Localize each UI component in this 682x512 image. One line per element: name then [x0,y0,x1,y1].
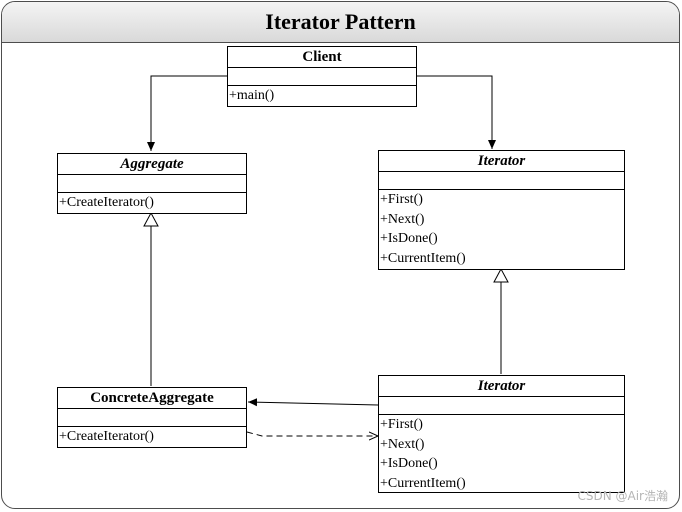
client-class-name: Client [228,47,416,68]
iterator-class: Iterator +First() +Next() +IsDone() +Cur… [378,150,625,270]
iterator-operation: +CurrentItem() [380,250,466,266]
client-to-aggregate-association [147,75,227,151]
client-operation: +main() [229,88,275,103]
iterator-to-concrete-aggregate-association [247,398,379,407]
concrete-aggregate-class-name: ConcreteAggregate [58,388,246,409]
concrete-aggregate-attributes [58,409,246,427]
concrete-aggregate-operation: +CreateIterator() [59,429,154,444]
concrete-iterator-class: Iterator +First() +Next() +IsDone() +Cur… [378,375,625,493]
concrete-iterator-attributes [379,397,624,415]
aggregate-class: Aggregate +CreateIterator() [57,153,247,214]
client-to-iterator-association [416,75,496,149]
iterator-attributes [379,172,624,190]
concrete-iterator-operation: +Next() [380,436,425,452]
aggregate-operation: +CreateIterator() [59,195,154,210]
concrete-iterator-class-name: Iterator [379,376,624,397]
iterator-operation: +Next() [380,211,425,227]
iterator-operation: +IsDone() [380,231,438,246]
concrete-aggregate-class: ConcreteAggregate +CreateIterator() [57,387,247,448]
iterator-operation: +First() [380,192,423,207]
concrete-iterator-operation: +First() [380,417,423,432]
client-operations: +main() [228,86,416,106]
client-attributes [228,68,416,86]
aggregate-attributes [58,175,246,193]
create-iterator-dependency [246,431,378,436]
aggregate-generalization-triangle [143,211,159,227]
iterator-generalization-triangle [493,267,509,283]
diagram-header: Iterator Pattern [2,2,679,43]
concrete-iterator-operations: +First() +Next() +IsDone() +CurrentItem(… [379,415,624,493]
iterator-operations: +First() +Next() +IsDone() +CurrentItem(… [379,190,624,268]
watermark: CSDN @Air浩瀚 [577,489,668,503]
diagram-title: Iterator Pattern [265,9,416,34]
concrete-iterator-operation: +IsDone() [380,456,438,471]
aggregate-class-name: Aggregate [58,154,246,175]
iterator-class-name: Iterator [379,151,624,172]
aggregate-operations: +CreateIterator() [58,193,246,213]
client-class: Client +main() [227,46,417,107]
concrete-aggregate-operations: +CreateIterator() [58,427,246,447]
concrete-iterator-operation: +CurrentItem() [380,475,466,491]
